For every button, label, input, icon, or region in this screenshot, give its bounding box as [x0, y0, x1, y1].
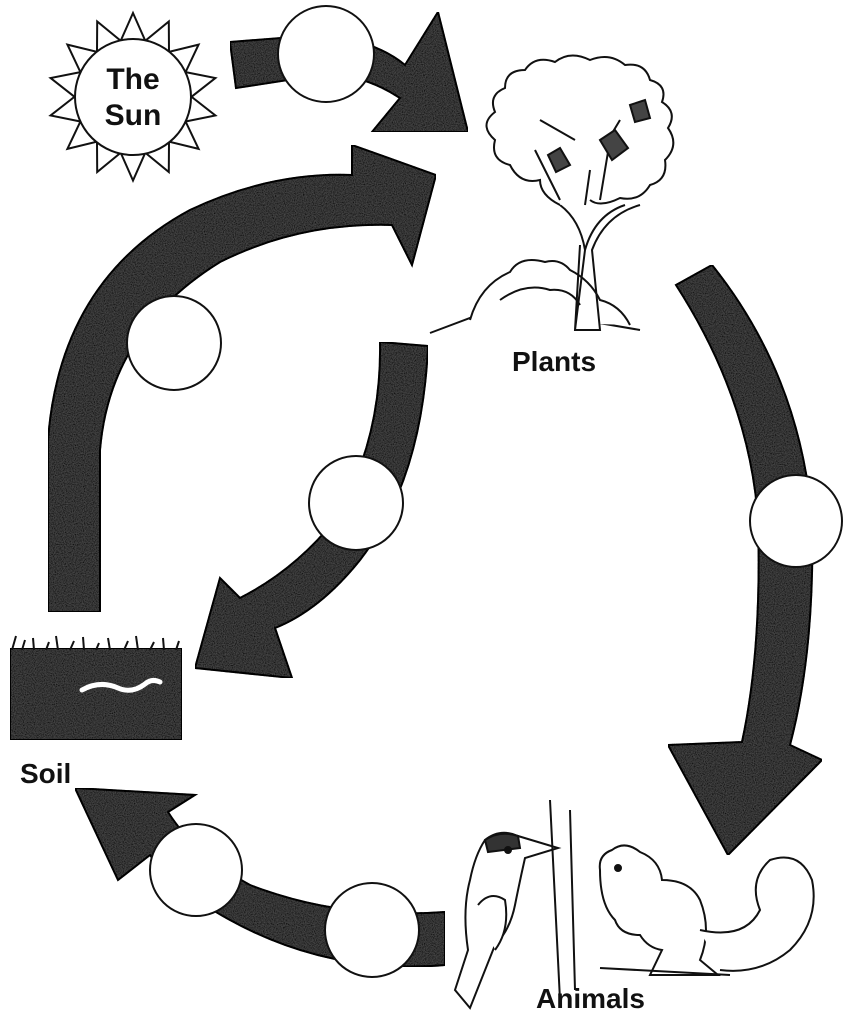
sun-label: The Sun — [93, 62, 173, 134]
tree-icon — [430, 55, 673, 333]
animals-label: Animals — [536, 985, 645, 1013]
squirrel-icon — [600, 845, 814, 975]
blank-circle-sun-plants — [278, 6, 374, 102]
woodpecker-icon — [455, 800, 575, 1008]
blank-circle-soil-plants — [127, 296, 221, 390]
blank-circle-plants-soil — [309, 456, 403, 550]
soil-label: Soil — [20, 760, 71, 788]
sun-label-line2: Sun — [93, 98, 173, 134]
blank-circle-animals-soil-right — [325, 883, 419, 977]
blank-circle-animals-soil-left — [150, 824, 242, 916]
sun-label-line1: The — [93, 62, 173, 98]
blank-circle-plants-animals — [750, 475, 842, 567]
soil-icon — [10, 636, 182, 740]
plants-label: Plants — [512, 348, 596, 376]
